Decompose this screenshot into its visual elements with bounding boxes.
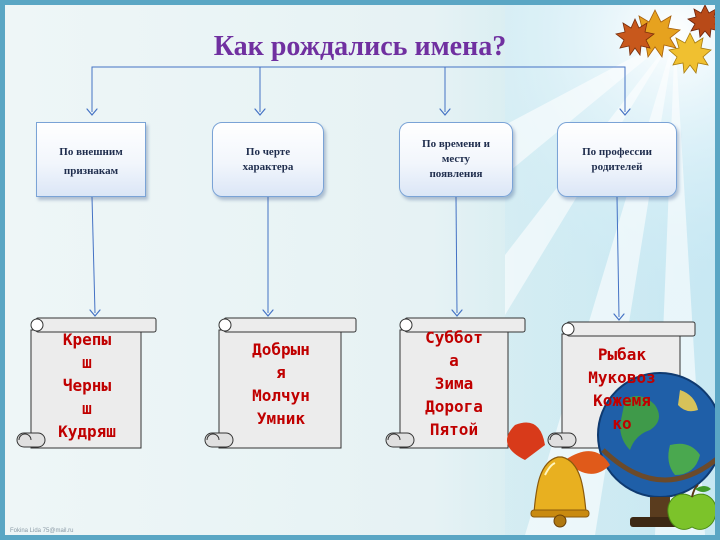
arrow-down-icon [89,309,101,317]
arrow-down-icon [451,309,463,317]
names-list: Крепы ш Черны ш Кудряш [58,330,116,441]
names-list: Добрын я Молчун Умник [252,340,310,428]
arrow-down-icon [262,309,274,317]
arrow-down-icon [439,108,451,116]
category-box-parents-profession: По профессии родителей [557,122,677,197]
scroll-shape [204,317,357,449]
names-list: Рыбак Муковоз Кожемя ко [588,345,656,433]
arrow-down-icon [86,108,98,116]
category-4-connector [616,196,620,318]
connector-diagram [16,5,715,530]
category-box-time-and-place: По времени и месту появления [399,122,513,197]
category-label: По черте характера [242,146,294,173]
category-box-character-trait: По черте характера [212,122,324,197]
scroll-shape [385,317,526,449]
category-label: По профессии родителей [582,146,652,173]
arrow-down-icon [254,108,266,116]
page-title: Как рождались имена? [213,31,507,62]
category-3-connector [455,196,458,314]
category-label: По времени и месту появления [422,138,490,180]
names-list: Суббот а Зима Дорога Пятой [425,328,483,439]
globe-icon [597,372,715,527]
apple-icon [667,484,715,530]
top-connector [91,66,626,112]
arrow-down-icon [613,313,625,321]
maple-leaves-icon [615,5,715,75]
category-box-external-features: По внешним признакам [36,122,146,197]
bell-icon [507,422,610,528]
slide: Как рождались имена? [5,5,715,535]
scroll-shape [16,317,157,449]
category-1-connector [91,196,96,314]
arrow-down-icon [619,108,631,116]
category-label: По внешним признакам [59,146,123,177]
author-credit: Fokina Lida 75@mail.ru [10,528,74,534]
